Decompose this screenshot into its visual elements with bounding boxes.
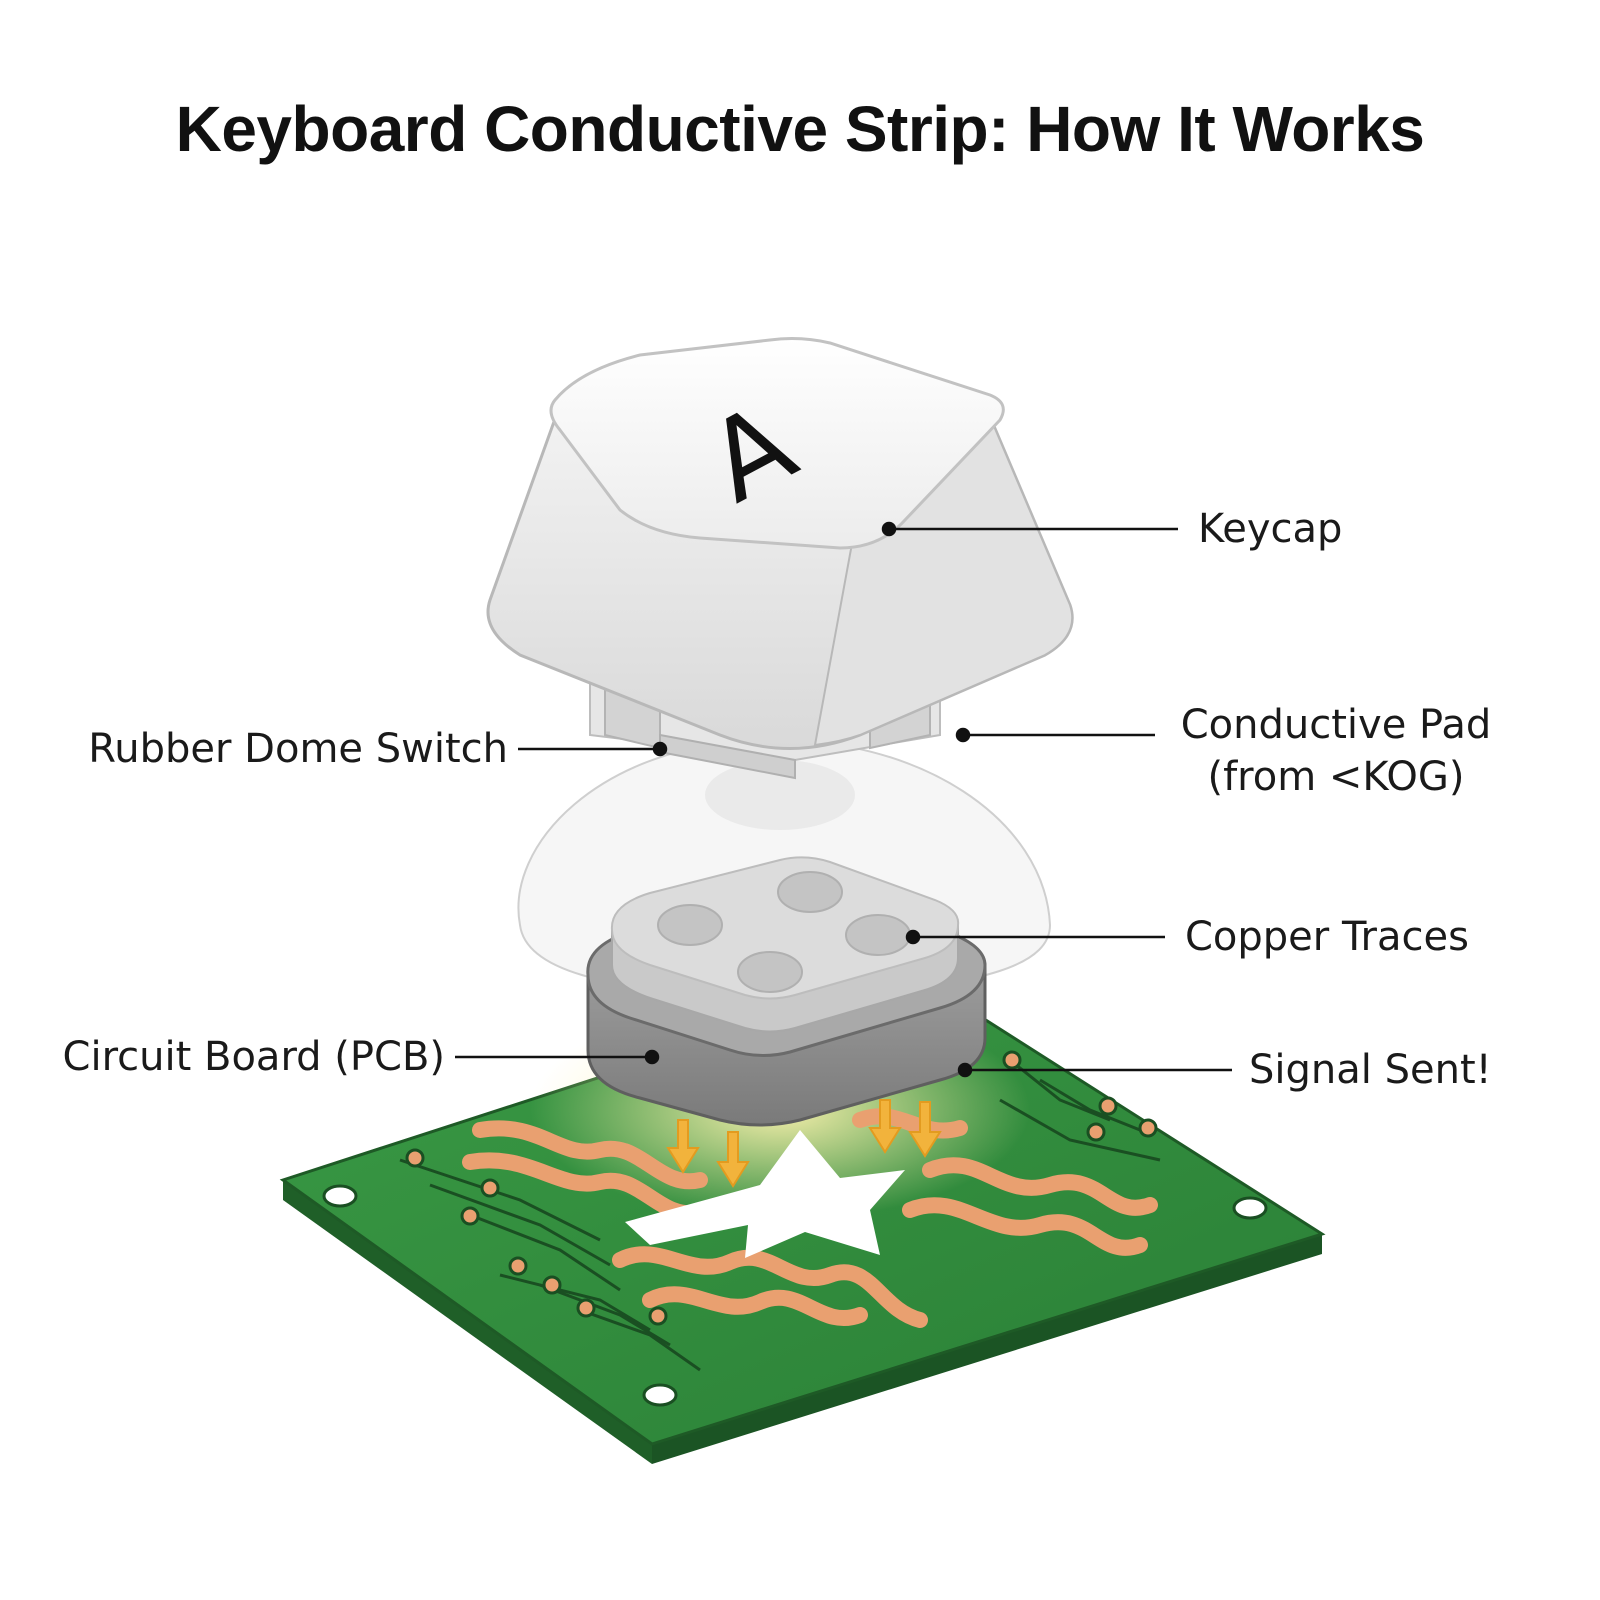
diagram-title: Keyboard Conductive Strip: How It Works bbox=[175, 93, 1425, 165]
keycap: A bbox=[486, 337, 1074, 780]
conductive-pad-label-line2: (from <KOG) bbox=[1207, 754, 1465, 800]
pcb-edge-right bbox=[652, 1234, 1322, 1464]
mounting-holes bbox=[322, 1184, 1268, 1407]
keycap-label: Keycap bbox=[1198, 506, 1343, 552]
copper-trace-contacts bbox=[657, 871, 911, 993]
pcb-label: Circuit Board (PCB) bbox=[62, 1034, 445, 1080]
rubber-dome-dot bbox=[652, 741, 668, 757]
leader-lines bbox=[455, 521, 1232, 1078]
pcb-dot bbox=[644, 1049, 660, 1065]
rubber-dome-label: Rubber Dome Switch bbox=[88, 726, 508, 772]
conductive-pad-label-line1: Conductive Pad bbox=[1180, 702, 1492, 748]
contact-star bbox=[625, 1130, 905, 1258]
signal-label: Signal Sent! bbox=[1249, 1047, 1492, 1093]
signal-arrows bbox=[666, 1099, 942, 1188]
dome-neck bbox=[705, 760, 855, 830]
thin-traces bbox=[399, 1058, 1161, 1372]
signal-arrow bbox=[908, 1101, 942, 1158]
copper-traces-dot bbox=[905, 929, 921, 945]
conductive-pad-block bbox=[586, 856, 987, 1127]
copper-traces-label: Copper Traces bbox=[1185, 914, 1469, 960]
signal-dot bbox=[957, 1062, 973, 1078]
copper-traces bbox=[462, 1108, 1158, 1328]
signal-arrow bbox=[716, 1131, 750, 1188]
conductive-pad-dot bbox=[955, 727, 971, 743]
pcb-edge bbox=[283, 1180, 652, 1464]
pcb-board bbox=[279, 973, 1326, 1464]
signal-arrow bbox=[868, 1099, 902, 1154]
signal-arrow bbox=[666, 1119, 700, 1174]
vias bbox=[405, 1050, 1158, 1326]
keycap-dot bbox=[881, 521, 897, 537]
